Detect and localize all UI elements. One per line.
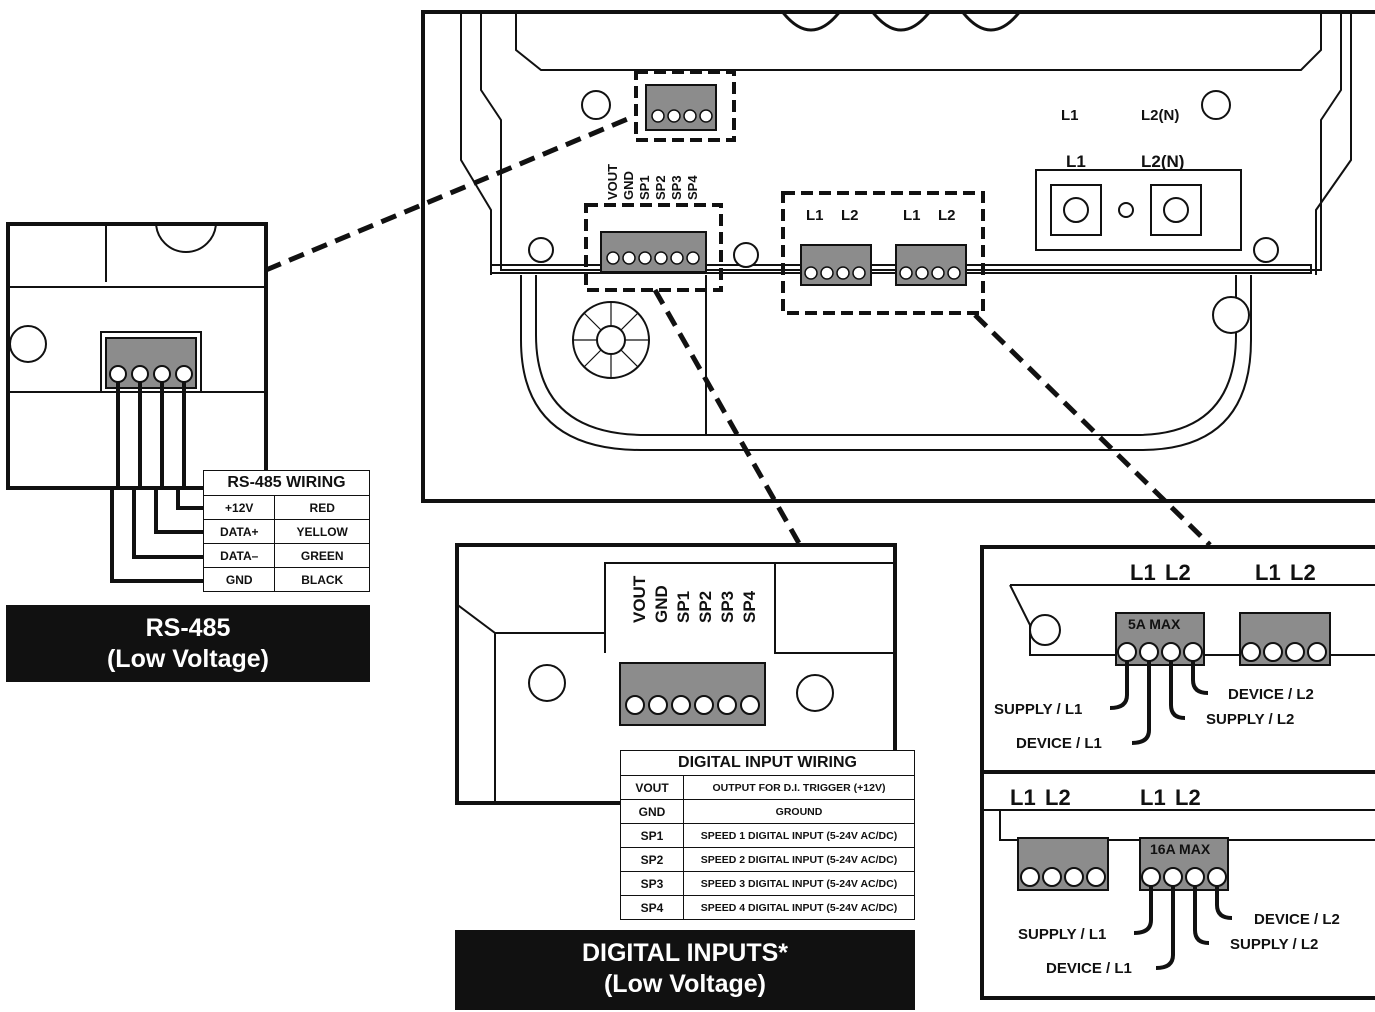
relay-16a-device-l1: DEVICE / L1 [1046, 960, 1132, 977]
relay-16a-header-l2b: L2 [1175, 785, 1201, 810]
rs485-wire-traces [110, 490, 205, 583]
digital-inputs-title-block: DIGITAL INPUTS* (Low Voltage) [455, 930, 915, 1010]
rs485-detail-panel [6, 222, 268, 490]
table-row: DATA–GREEN [202, 543, 370, 568]
power-terminal-l1: L1 [1066, 152, 1086, 171]
pin-name: SP3 [620, 871, 684, 896]
relay-5a-device-l2: DEVICE / L2 [1228, 686, 1314, 703]
di-detail-label-sp1: SP1 [674, 591, 693, 623]
relay-16a-device-l2: DEVICE / L2 [1254, 911, 1340, 928]
pin-description: SPEED 4 DIGITAL INPUT (5-24V AC/DC) [683, 895, 915, 920]
di-detail-label-sp3: SP3 [718, 591, 737, 623]
pin-name: SP2 [620, 847, 684, 872]
digital-inputs-detail-drawing: VOUT GND SP1 SP2 SP3 SP4 [459, 562, 893, 801]
power-label-l2: L2(N) [1141, 107, 1179, 124]
pin-name: DATA– [202, 543, 276, 568]
main-panel: L1 L2(N) L1 L2(N) VOUT GND SP1 SP2 SP3 S… [421, 10, 1375, 503]
wire-color: RED [274, 495, 370, 520]
relay-16a-detail-panel: L1 L2 L1 L2 16A MAX SUPPLY / L1 DEVICE /… [980, 770, 1375, 1000]
wire-color: YELLOW [274, 519, 370, 544]
relay-5a-supply-l1: SUPPLY / L1 [994, 701, 1083, 718]
digital-inputs-subtitle: (Low Voltage) [603, 970, 767, 999]
power-label-l1: L1 [1061, 107, 1079, 124]
digital-inputs-title: DIGITAL INPUTS* [581, 939, 789, 967]
pin-description: GROUND [683, 799, 915, 824]
relay-label-1: L1 [806, 207, 824, 224]
pin-name: GND [202, 567, 276, 592]
relay-5a-header-l1b: L1 [1255, 560, 1281, 585]
di-label-sp2: SP2 [653, 175, 668, 200]
pin-description: OUTPUT FOR D.I. TRIGGER (+12V) [683, 775, 915, 800]
di-detail-label-sp2: SP2 [696, 591, 715, 623]
pin-name: SP4 [620, 895, 684, 920]
relay-label-4: L2 [938, 207, 956, 224]
relay-5a-header-l1a: L1 [1130, 560, 1156, 585]
pin-name: SP1 [620, 823, 684, 848]
relay-16a-supply-l1: SUPPLY / L1 [1018, 926, 1107, 943]
wire-color: GREEN [274, 543, 370, 568]
pin-name: DATA+ [202, 519, 276, 544]
relay-5a-detail-panel: L1 L2 L1 L2 5A MAX SUPPLY / L1 DEVICE / … [980, 545, 1375, 775]
pin-name: GND [620, 799, 684, 824]
relay-5a-max: 5A MAX [1128, 616, 1181, 632]
controller-drawing: L1 L2(N) L1 L2(N) VOUT GND SP1 SP2 SP3 S… [460, 14, 1352, 451]
rs485-title: RS-485 [145, 614, 231, 642]
relay-16a-header-l1b: L1 [1140, 785, 1166, 810]
pin-description: SPEED 1 DIGITAL INPUT (5-24V AC/DC) [683, 823, 915, 848]
di-table-title: DIGITAL INPUT WIRING [620, 750, 915, 776]
pin-description: SPEED 2 DIGITAL INPUT (5-24V AC/DC) [683, 847, 915, 872]
relay-5a-header-l2a: L2 [1165, 560, 1191, 585]
di-label-gnd: GND [621, 171, 636, 200]
rs485-table-title: RS-485 WIRING [203, 470, 370, 496]
di-label-vout: VOUT [605, 164, 620, 200]
di-detail-label-vout: VOUT [630, 575, 649, 623]
relay-16a-max: 16A MAX [1150, 841, 1211, 857]
di-detail-label-sp4: SP4 [740, 590, 759, 623]
relay-16a-supply-l2: SUPPLY / L2 [1230, 936, 1319, 953]
relay-5a-supply-l2: SUPPLY / L2 [1206, 711, 1295, 728]
relay-label-3: L1 [903, 207, 921, 224]
pin-description: SPEED 3 DIGITAL INPUT (5-24V AC/DC) [683, 871, 915, 896]
rs485-title-block: RS-485 (Low Voltage) [6, 605, 370, 682]
pin-name: VOUT [620, 775, 684, 800]
pin-name: +12V [202, 495, 276, 520]
wire-color: BLACK [274, 567, 370, 592]
rs485-detail-drawing [10, 226, 264, 486]
di-detail-label-gnd: GND [652, 585, 671, 623]
di-label-sp4: SP4 [685, 175, 700, 200]
di-label-sp1: SP1 [637, 175, 652, 200]
relay-16a-header-l1a: L1 [1010, 785, 1036, 810]
relay-label-2: L2 [841, 207, 859, 224]
relay-16a-header-l2a: L2 [1045, 785, 1071, 810]
di-label-sp3: SP3 [669, 175, 684, 200]
power-terminal-l2: L2(N) [1141, 152, 1184, 171]
relay-5a-device-l1: DEVICE / L1 [1016, 735, 1102, 752]
relay-16a-drawing: L1 L2 L1 L2 16A MAX [984, 785, 1375, 970]
table-row: DATA+YELLOW [202, 519, 370, 544]
rs485-subtitle: (Low Voltage) [106, 645, 270, 674]
relay-5a-drawing: L1 L2 L1 L2 5A MAX [1009, 560, 1375, 745]
relay-5a-header-l2b: L2 [1290, 560, 1316, 585]
